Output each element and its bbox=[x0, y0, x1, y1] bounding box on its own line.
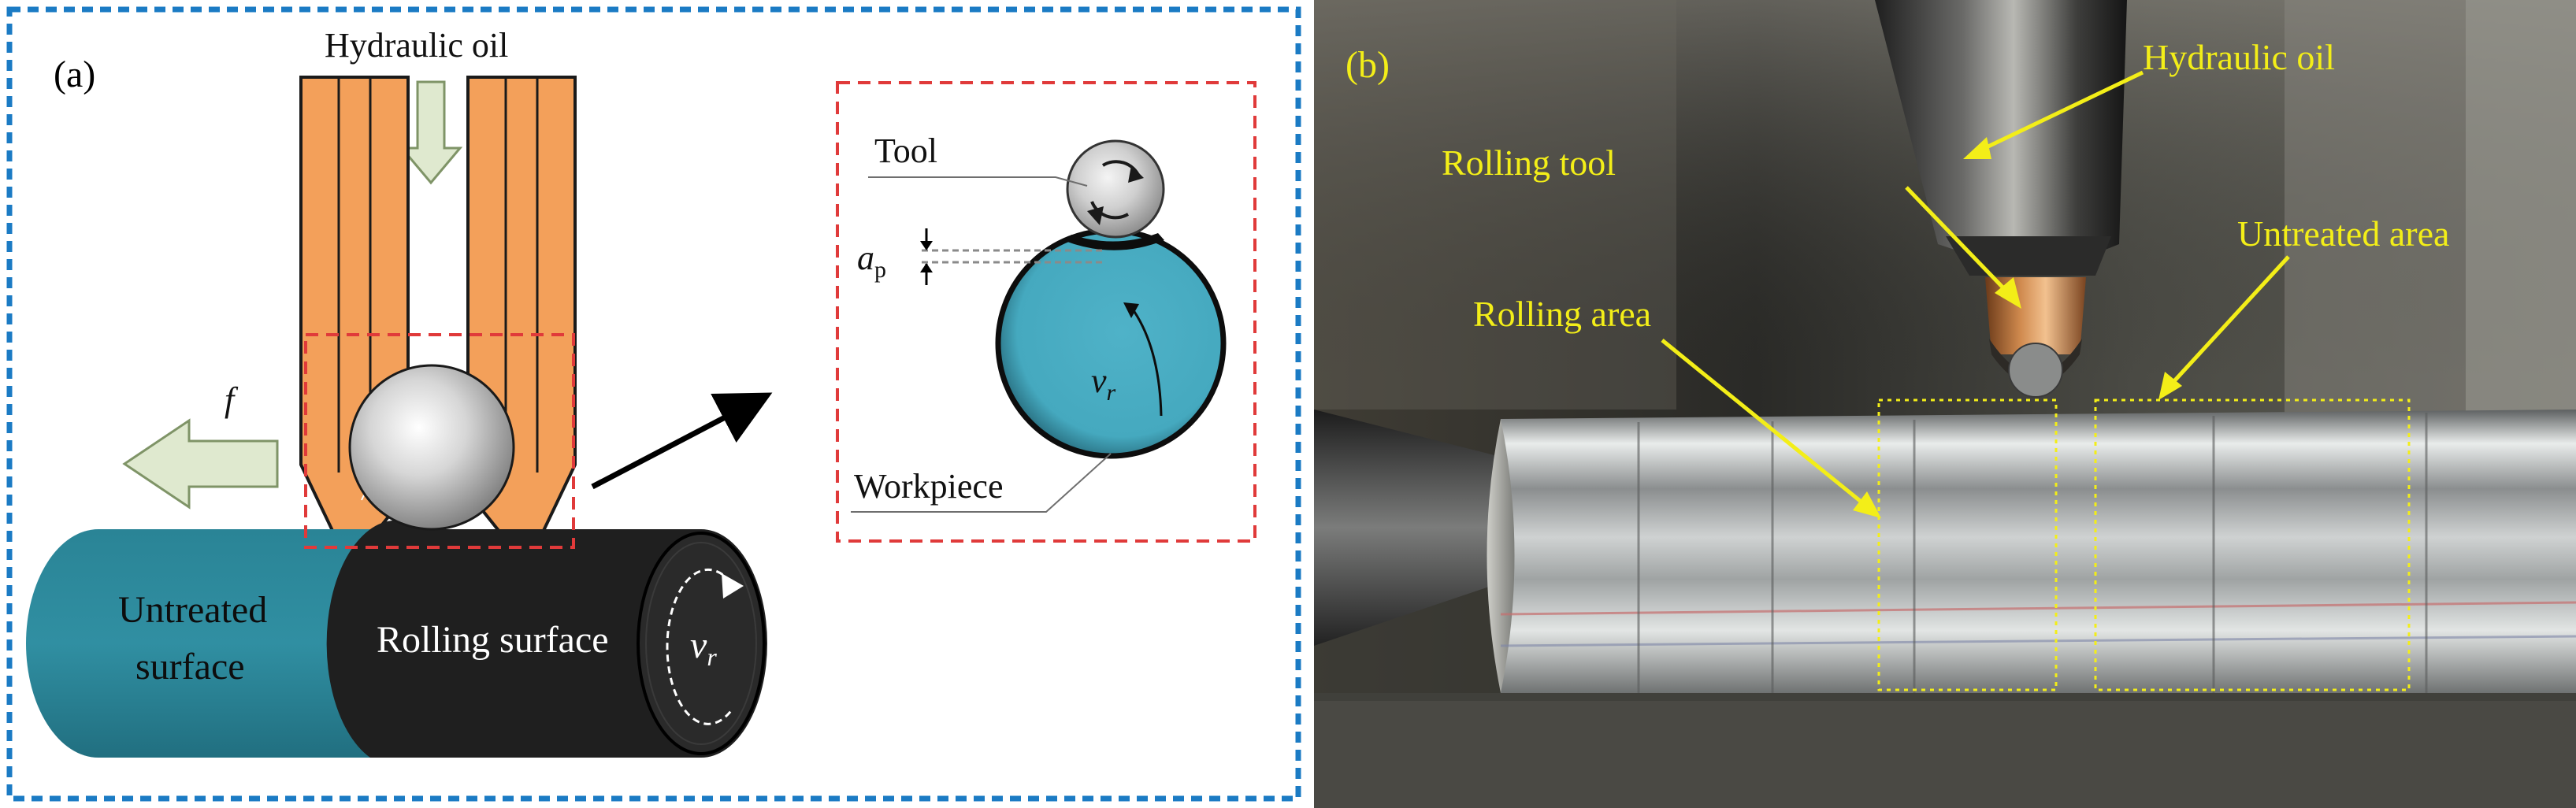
zoom-arrow-icon bbox=[591, 392, 773, 490]
untreated-area-box bbox=[2094, 398, 2411, 691]
detail-tool-ball bbox=[1066, 139, 1165, 239]
vr-detail-label: vr bbox=[1091, 361, 1116, 406]
untreated-surface-region bbox=[26, 529, 394, 758]
ap-label: ap bbox=[857, 239, 886, 283]
rotation-arc-icon bbox=[666, 568, 734, 725]
hydraulic-oil-label-b: Hydraulic oil bbox=[2143, 37, 2335, 77]
hydraulic-oil-label-a: Hydraulic oil bbox=[325, 26, 508, 65]
panel-a-letter: (a) bbox=[54, 54, 95, 95]
detail-workpiece bbox=[995, 228, 1227, 459]
hydraulic-oil-pointer bbox=[1972, 70, 2144, 156]
rolling-tool-pointer bbox=[1905, 186, 2014, 299]
panel-b-letter: (b) bbox=[1346, 44, 1390, 86]
untreated-area-label: Untreated area bbox=[2237, 213, 2449, 254]
untreated-surface-label-line2: surface bbox=[135, 646, 245, 688]
lathe-center bbox=[1314, 410, 1501, 646]
panel-a: (a) Hydraulic oil Untreated surface bbox=[6, 6, 1301, 802]
rolling-area-pointer bbox=[1661, 339, 1873, 512]
rolling-area-label: Rolling area bbox=[1473, 294, 1651, 334]
photo-rolling-tool-body bbox=[1875, 0, 2127, 260]
workpiece-label: Workpiece bbox=[854, 467, 1003, 506]
rolling-ball bbox=[348, 364, 515, 531]
untreated-surface-label-line1: Untreated bbox=[118, 589, 267, 631]
detail-view: vr ap Tool Workpiece bbox=[836, 81, 1256, 543]
rolling-area-box bbox=[1877, 398, 2058, 691]
contact-zone-box bbox=[304, 333, 575, 549]
hydraulic-oil-arrow-icon bbox=[399, 80, 463, 185]
panel-b-photo: (b) Hydraulic oil Rolling tool Untreated… bbox=[1314, 0, 2576, 808]
photo-shaft bbox=[1501, 410, 2576, 693]
vr-main-label: vr bbox=[690, 625, 717, 671]
untreated-area-pointer bbox=[2162, 255, 2290, 394]
cylinder-workpiece bbox=[26, 520, 767, 758]
rolling-surface-label: Rolling surface bbox=[377, 619, 609, 661]
rolling-tool-label: Rolling tool bbox=[1442, 143, 1616, 183]
workpiece-rotation-icon bbox=[1130, 306, 1163, 417]
tool-label: Tool bbox=[874, 132, 937, 170]
feed-direction-arrow-icon bbox=[122, 418, 279, 510]
